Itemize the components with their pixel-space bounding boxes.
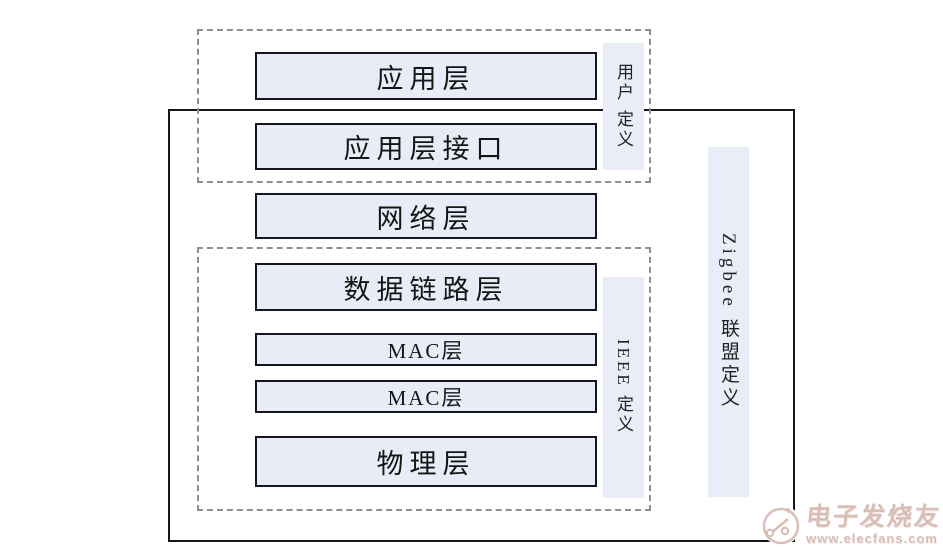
elecfans-logo-icon — [760, 505, 801, 545]
zigbee-alliance-label: Zigbee 联盟定义 — [708, 147, 749, 497]
layer-box-physical: 物理层 — [255, 436, 597, 487]
layer-box-application: 应用层 — [255, 52, 597, 100]
user-defined-label: 用户 定义 — [603, 43, 644, 170]
watermark-brand: 电子发烧友 — [804, 504, 943, 531]
ieee-defined-group-frame — [197, 247, 651, 511]
layer-box-application-interface: 应用层接口 — [255, 123, 597, 170]
ieee-defined-label: IEEE 定义 — [603, 277, 644, 498]
layer-box-mac-2: MAC层 — [255, 380, 597, 413]
layer-box-data-link: 数据链路层 — [255, 263, 597, 311]
layer-box-network: 网络层 — [255, 193, 597, 239]
watermark-site: www.elecfans.com — [805, 531, 938, 546]
zigbee-alliance-frame — [168, 109, 795, 542]
elecfans-watermark: 电子发烧友 www.elecfans.com — [760, 504, 943, 546]
layer-box-mac-1: MAC层 — [255, 333, 597, 366]
user-defined-group-frame — [197, 29, 651, 183]
